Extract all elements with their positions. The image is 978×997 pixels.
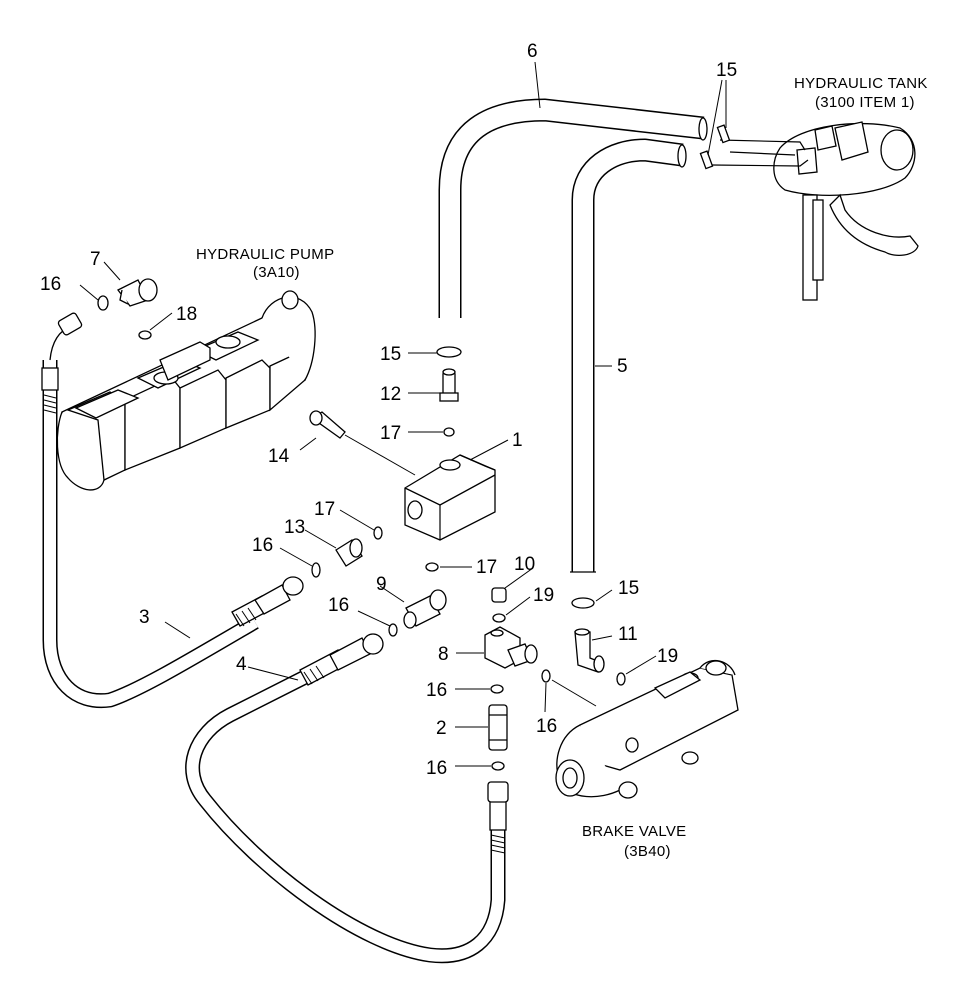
callout-3: 3 bbox=[139, 607, 150, 628]
o-ring-17-top bbox=[443, 427, 455, 437]
hose-clamp-15-mid bbox=[436, 346, 462, 358]
callout-15-mid: 15 bbox=[380, 344, 401, 365]
pump-name-label: HYDRAULIC PUMP bbox=[196, 246, 334, 263]
o-ring-17-bottom bbox=[425, 562, 439, 572]
valve-block-1 bbox=[404, 454, 496, 541]
tee-block-8 bbox=[484, 626, 538, 669]
o-ring-16-brake bbox=[541, 669, 551, 683]
callout-5: 5 bbox=[617, 356, 628, 377]
brake-valve-drawing bbox=[555, 659, 739, 799]
callout-4: 4 bbox=[236, 654, 247, 675]
o-ring-17-left bbox=[373, 526, 383, 540]
callout-13: 13 bbox=[284, 517, 305, 538]
o-ring-16-mid bbox=[388, 623, 398, 637]
callout-7: 7 bbox=[90, 249, 101, 270]
hose-4 bbox=[185, 633, 509, 964]
pump-ref-label: (3A10) bbox=[253, 264, 300, 281]
callout-6: 6 bbox=[527, 41, 538, 62]
check-valve-2 bbox=[488, 704, 508, 751]
callout-16-left: 16 bbox=[252, 535, 273, 556]
callout-10: 10 bbox=[514, 554, 535, 575]
callout-numbers: 6 15 7 16 18 15 5 12 17 1 14 17 13 16 17… bbox=[40, 41, 737, 779]
o-ring-19-right bbox=[616, 672, 626, 686]
o-ring-19-top bbox=[492, 613, 506, 623]
callout-17-left: 17 bbox=[314, 499, 335, 520]
brake-name-label: BRAKE VALVE bbox=[582, 823, 686, 840]
hose-clamp-15-bottom bbox=[571, 597, 595, 609]
callout-1: 1 bbox=[512, 430, 523, 451]
callout-15-bottom: 15 bbox=[618, 578, 639, 599]
plug-10 bbox=[491, 587, 507, 603]
callout-2: 2 bbox=[436, 718, 447, 739]
brake-ref-label: (3B40) bbox=[624, 843, 671, 860]
hose-clamp-top-1 bbox=[716, 124, 731, 144]
component-labels: HYDRAULIC TANK (3100 ITEM 1) HYDRAULIC P… bbox=[196, 75, 928, 860]
elbow-fitting-9 bbox=[403, 589, 447, 629]
fitting-12 bbox=[439, 368, 459, 402]
adapter-13 bbox=[335, 538, 363, 567]
o-ring-16-check bbox=[491, 761, 505, 771]
callout-11: 11 bbox=[618, 624, 638, 645]
callout-15-tank: 15 bbox=[716, 60, 737, 81]
o-ring-16-pump bbox=[97, 295, 109, 311]
tank-ref-label: (3100 ITEM 1) bbox=[815, 94, 915, 111]
callout-16-brake: 16 bbox=[536, 716, 557, 737]
elbow-fitting-11 bbox=[574, 628, 605, 673]
hydraulic-tank-drawing bbox=[773, 121, 919, 301]
callout-16-pump: 16 bbox=[40, 274, 61, 295]
return-tube-6 bbox=[438, 98, 708, 318]
callout-12: 12 bbox=[380, 384, 401, 405]
callout-19-right: 19 bbox=[657, 646, 678, 667]
callout-16-mid: 16 bbox=[328, 595, 349, 616]
callout-17-top: 17 bbox=[380, 423, 401, 444]
o-ring-16-left bbox=[311, 562, 321, 578]
bolt-14 bbox=[309, 410, 346, 439]
leader-lines bbox=[79, 61, 727, 767]
callout-9: 9 bbox=[376, 574, 387, 595]
callout-19-top: 19 bbox=[533, 585, 554, 606]
callout-18: 18 bbox=[176, 304, 197, 325]
hose-clamp-top-2 bbox=[699, 150, 714, 170]
o-ring-18 bbox=[138, 330, 152, 340]
tank-name-label: HYDRAULIC TANK bbox=[794, 75, 928, 92]
callout-17-bottom: 17 bbox=[476, 557, 497, 578]
hydraulic-pump-drawing bbox=[56, 290, 316, 491]
callout-16-check: 16 bbox=[426, 758, 447, 779]
hose-3 bbox=[41, 312, 304, 709]
callout-14: 14 bbox=[268, 446, 290, 467]
suction-tube-5 bbox=[570, 138, 687, 573]
callout-8: 8 bbox=[438, 644, 449, 665]
elbow-fitting-7 bbox=[117, 278, 158, 307]
o-ring-16-block bbox=[490, 684, 504, 694]
callout-16-block: 16 bbox=[426, 680, 447, 701]
